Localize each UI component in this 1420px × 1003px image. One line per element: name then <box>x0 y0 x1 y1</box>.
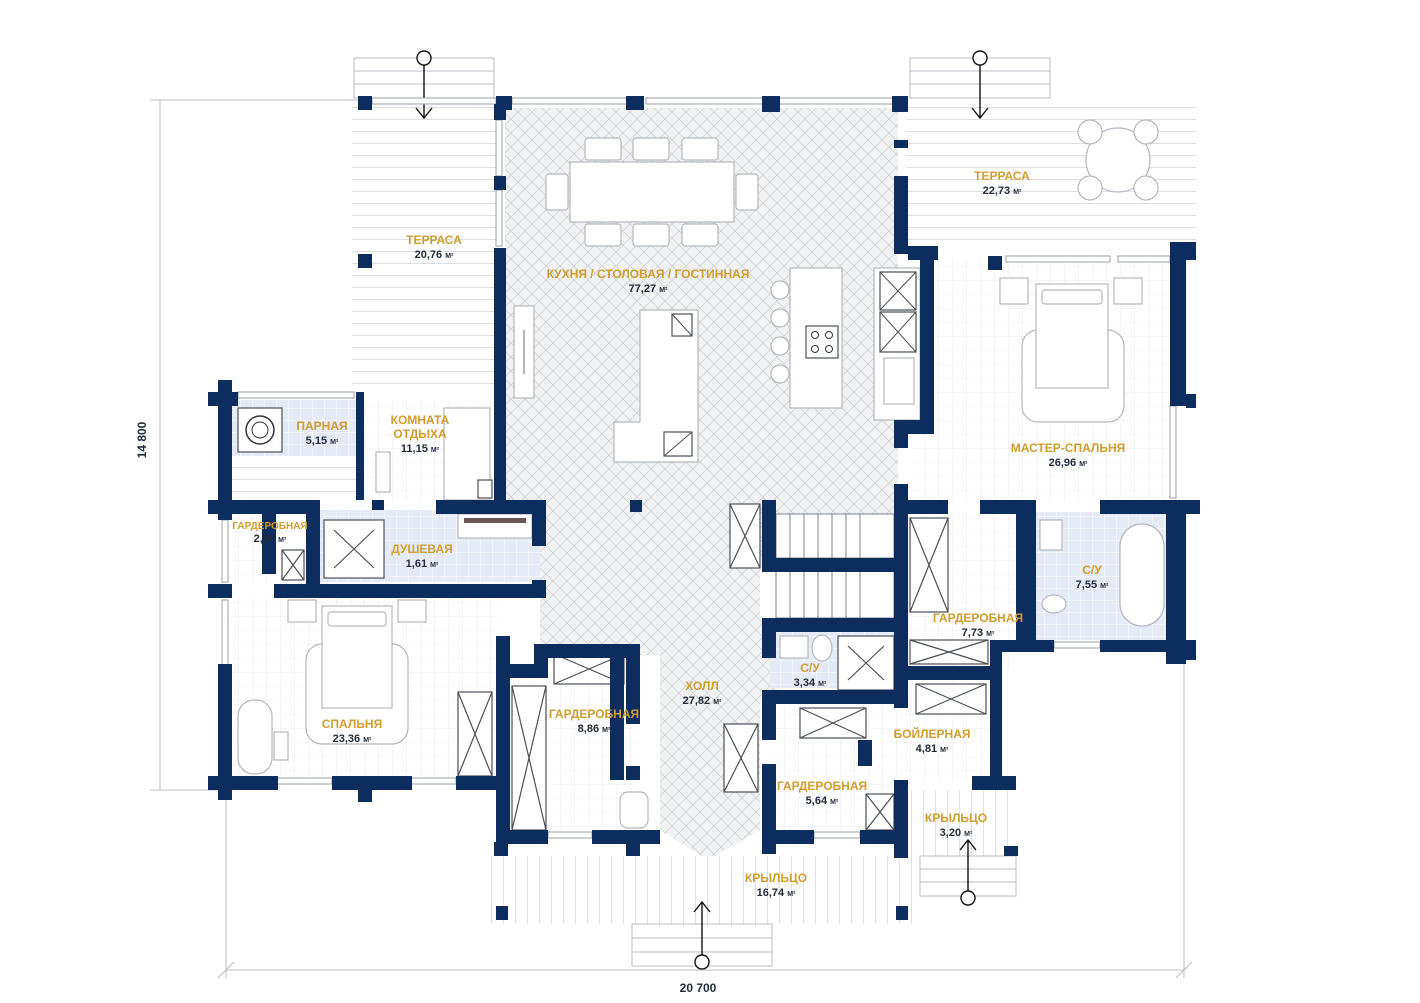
sauna-stove <box>237 407 283 453</box>
dimension-lines <box>150 99 1193 979</box>
arrow-terrace-right-icon <box>971 50 989 120</box>
area-porch-main: 16,74 М² <box>757 887 796 899</box>
entrance-arrows <box>415 50 989 970</box>
label-porch-small: КРЫЛЬЦО <box>925 811 987 825</box>
label-hall: ХОЛЛ <box>685 679 719 693</box>
terrace-round-table <box>1085 127 1151 193</box>
label-shower: ДУШЕВАЯ <box>391 542 453 556</box>
terrace-right-floor <box>906 98 1196 246</box>
sofa <box>613 309 699 463</box>
porch-small-floor <box>896 790 1018 856</box>
staircase <box>775 513 895 619</box>
area-bedroom: 23,36 М² <box>333 733 372 745</box>
area-wardrobe-right: 7,73 М² <box>962 627 995 639</box>
label-wardrobe-mid: ГАРДЕРОБНАЯ <box>549 707 639 721</box>
label-porch-main: КРЫЛЬЦО <box>745 871 807 885</box>
label-bedroom: СПАЛЬНЯ <box>322 717 382 731</box>
label-wardrobe-right: ГАРДЕРОБНАЯ <box>933 611 1023 625</box>
area-terrace-left: 20,76 М² <box>415 249 454 261</box>
label-rest-1: КОМНАТА <box>391 413 450 427</box>
area-hall: 27,82 М² <box>683 695 722 707</box>
area-steam: 5,15 М² <box>306 435 339 447</box>
area-master: 26,96 М² <box>1049 457 1088 469</box>
area-rest: 11,15 М² <box>401 443 440 455</box>
area-boiler: 4,81 М² <box>916 743 949 755</box>
dimension-width: 20 700 <box>680 981 717 995</box>
label-kitchen: КУХНЯ / СТОЛОВАЯ / ГОСТИННАЯ <box>547 267 750 281</box>
arrow-porch-main-icon <box>693 900 711 970</box>
label-rest-2: ОТДЫХА <box>393 427 447 441</box>
dining-table <box>569 161 735 223</box>
label-boiler: БОЙЛЕРНАЯ <box>894 726 971 741</box>
area-wardrobe-low: 5,64 М² <box>806 795 839 807</box>
area-wardrobe-left: 2,40 М² <box>254 533 287 545</box>
walls <box>208 96 1200 920</box>
label-terrace-right: ТЕРРАСА <box>974 169 1030 183</box>
area-kitchen: 77,27 М² <box>629 283 668 295</box>
dimension-height: 14 800 <box>135 421 149 458</box>
label-wardrobe-low: ГАРДЕРОБНАЯ <box>777 779 867 793</box>
label-master: МАСТЕР-СПАЛЬНЯ <box>1011 441 1126 455</box>
area-porch-small: 3,20 М² <box>940 827 973 839</box>
area-shower: 1,61 М² <box>406 558 439 570</box>
arrow-porch-small-icon <box>959 838 977 906</box>
area-terrace-right: 22,73 М² <box>983 185 1022 197</box>
area-wc-master: 7,55 М² <box>1076 579 1109 591</box>
area-wc-small: 3,34 М² <box>794 677 827 689</box>
label-wc-small: С/У <box>800 661 820 675</box>
label-terrace-left: ТЕРРАСА <box>406 233 462 247</box>
room-labels: ТЕРРАСА 20,76 М² КУХНЯ / СТОЛОВАЯ / ГОСТ… <box>135 169 1125 995</box>
bathtub <box>1119 523 1165 627</box>
terrace-left-floor <box>352 100 498 392</box>
label-wardrobe-left: ГАРДЕРОБНАЯ <box>232 521 307 532</box>
arrow-terrace-left-icon <box>415 50 433 120</box>
steam-bench <box>232 456 358 500</box>
area-wardrobe-mid: 8,86 М² <box>578 723 611 735</box>
label-wc-master: С/У <box>1082 563 1102 577</box>
label-steam: ПАРНАЯ <box>296 419 347 433</box>
